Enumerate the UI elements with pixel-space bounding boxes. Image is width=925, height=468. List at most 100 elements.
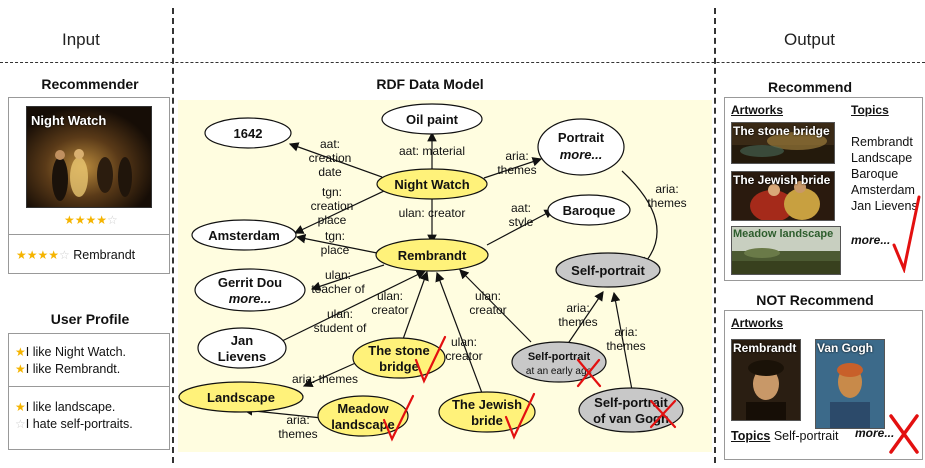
edge-style [486,209,555,246]
node-baroque [547,194,631,226]
node-jan-lievens [197,327,287,369]
star-icon: ★ [15,362,26,376]
not-recommend-artworks-label: Artworks [731,316,784,330]
right-separator [714,8,716,463]
label-oil-paint: Oil paint [406,112,459,127]
van-gogh-portrait [816,340,884,428]
node-amsterdam [191,219,297,251]
edge-label-student-1: ulan: [327,307,353,321]
cross-icon [889,414,919,454]
edge-label-creator-4a: ulan: [475,289,501,303]
edge-label-creator-3a: ulan: [451,335,477,349]
edge-themes-portrait [483,157,543,179]
meadow-landscape-painting [732,227,840,274]
artwork-van-gogh-selfportrait[interactable]: Van Gogh [815,339,885,429]
edge-student [277,270,427,344]
recommend-title: Recommend [767,79,853,95]
user-profile-box: ★I like Night Watch. ★I like Rembrandt. … [8,333,170,450]
edge-label-themes-4b: themes [606,339,645,353]
node-rembrandt [375,238,489,272]
artist-rating-row: ★★★★☆ Rembrandt [16,247,135,264]
artwork-stone-bridge[interactable]: The stone bridge [731,122,835,164]
artwork-jewish-bride[interactable]: The Jewish bride [731,171,835,221]
topic-item[interactable]: Self-portrait [773,429,839,443]
artist-rating-label: Rembrandt [73,248,136,262]
edge-label-creation-date-2: creation [309,151,352,165]
edge-label-creation-date-3: date [318,165,342,179]
user-profile-title: User Profile [50,311,130,327]
label-rembrandt: Rembrandt [398,248,467,263]
recommend-more-link[interactable]: more... [851,233,891,247]
node-stone-bridge [352,337,446,379]
label-stone: The stone [368,343,429,358]
edge-label-creation-place-2: creation [311,199,354,213]
input-header: Input [62,30,100,49]
header-separator [0,62,925,63]
edge-label-teacher-2: teacher of [311,282,365,296]
artwork-rembrandt-selfportrait[interactable]: Rembrandt [731,339,801,421]
edge-label-place-1: tgn: [325,229,345,243]
edge-label-creator-3b: creator [445,349,482,363]
recommend-topics-label: Topics [851,103,889,117]
output-header: Output [784,30,836,49]
profile-like-2: ★I like Rembrandt. [15,362,121,376]
edge-creator-early [459,269,532,343]
edge-label-creation-place-3: place [318,213,347,227]
edge-label-themes-4a: aria: [614,325,637,339]
topic-item[interactable]: Rembrandt [851,135,913,149]
edge-label-themes-1a: aria: [505,149,528,163]
topic-item[interactable]: Landscape [851,151,913,165]
node-gerrit-dou [194,268,306,312]
edge-label-themes-3b: themes [558,315,597,329]
node-portrait [537,118,625,176]
star-icon: ★ [15,400,26,414]
node-landscape [178,381,304,413]
node-night-watch [376,168,488,200]
edge-creation-date [288,142,383,178]
night-watch-thumbnail[interactable]: Night Watch [26,106,152,208]
check-meadow [382,394,415,442]
topic-item[interactable]: Jan Lievens [851,199,918,213]
recommender-title: Recommender [41,76,139,92]
star-icon[interactable]: ★★★★ [16,248,60,262]
edge-label-teacher-1: ulan: [325,268,351,282]
label-lievens: Lievens [218,349,266,364]
label-jewish: The Jewish [452,397,522,412]
recommend-box: Artworks Topics The stone bridge The Jew… [724,97,923,281]
edge-teacher [310,264,385,291]
edge-label-themes-3a: aria: [566,301,589,315]
not-recommend-topics-row: Topics Self-portrait [731,429,838,443]
artwork-rating[interactable]: ★★★★☆ [64,212,118,227]
label-meadow-landscape: landscape [331,417,395,432]
rembrandt-label: Rembrandt [733,341,797,355]
star-icon: ★★★★ [64,213,108,227]
artwork-meadow-landscape[interactable]: Meadow landscape [731,226,841,275]
star-empty-icon[interactable]: ☆ [59,248,70,262]
label-sp-early: Self-portrait [528,351,591,363]
edge-label-material: aat: material [399,144,465,158]
profile-like-1: ★I like Night Watch. [15,345,127,359]
star-empty-icon: ☆ [107,213,118,227]
edge-label-themes-6b: themes [278,427,317,441]
recommend-artworks-label: Artworks [731,103,784,117]
not-recommend-topics-label: Topics [731,429,771,443]
check-stone-bridge [414,335,447,384]
topic-item[interactable]: Baroque [851,167,899,181]
divider [9,234,169,235]
rembrandt-portrait [732,340,800,420]
label-portrait-more: more... [560,147,603,162]
node-self-portrait-early [511,341,607,383]
edge-label-themes-6a: aria: [286,413,309,427]
topic-item[interactable]: Amsterdam [851,183,915,197]
not-recommend-title: NOT Recommend [756,292,874,308]
edge-label-style-1: aat: [511,201,531,215]
not-recommend-more-link[interactable]: more... [855,426,895,440]
jewish-bride-painting [732,172,834,220]
label-portrait: Portrait [558,130,605,145]
night-watch-label: Night Watch [31,113,107,128]
label-meadow: Meadow [337,401,389,416]
label-sp-vangogh-2: of van Gogh [593,411,669,426]
star-icon: ★ [15,345,26,359]
edge-portrait-selfportrait [621,170,658,267]
edge-creation-place [293,190,385,234]
